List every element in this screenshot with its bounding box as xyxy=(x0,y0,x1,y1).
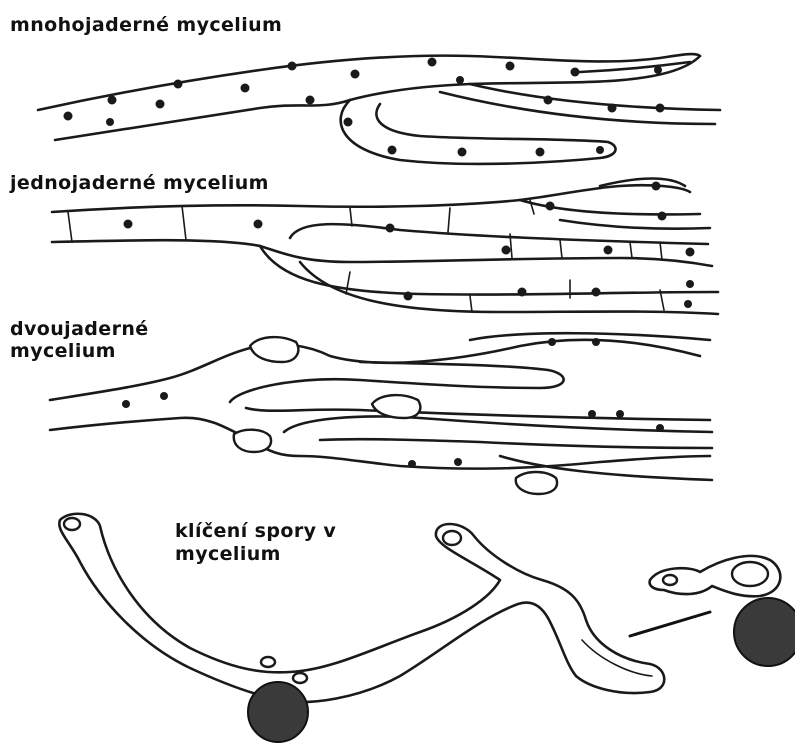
germinating-spores-drawing xyxy=(59,514,795,742)
binuclear-mycelium-drawing xyxy=(50,333,712,494)
multinuclear-mycelium-drawing xyxy=(38,54,720,164)
uninuclear-mycelium-drawing xyxy=(52,179,718,315)
